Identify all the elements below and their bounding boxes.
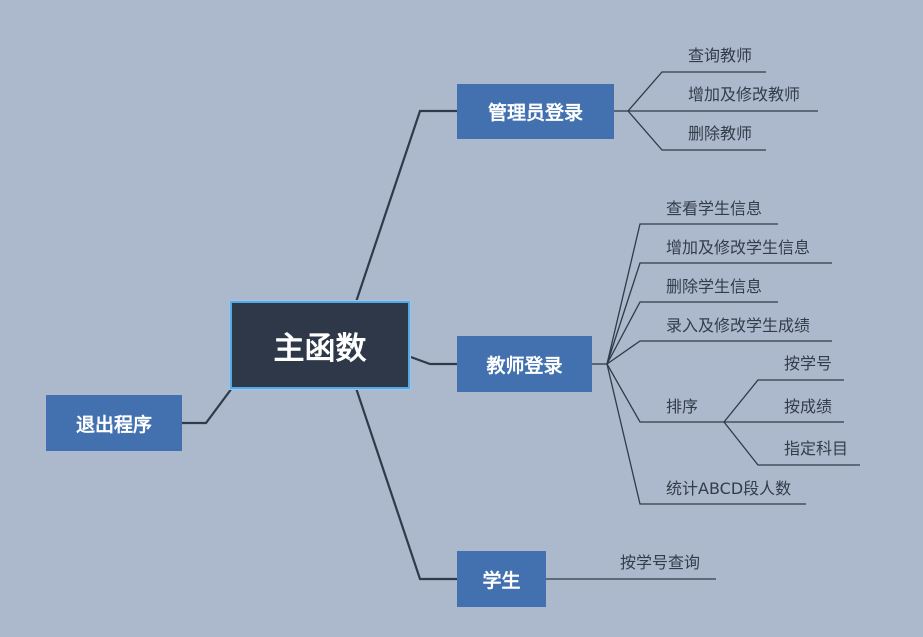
teacher-login-label: 教师登录 bbox=[486, 354, 563, 377]
connector-admin-leaf-1 bbox=[627, 71, 766, 112]
teacher-leaf-enter-grades[interactable]: 录入及修改学生成绩 bbox=[666, 316, 811, 335]
exit-program-label: 退出程序 bbox=[75, 413, 152, 436]
connector-sort-leaf-3 bbox=[723, 421, 860, 466]
connector-root-student bbox=[354, 386, 460, 581]
sort-leaf-by-score[interactable]: 按成绩 bbox=[784, 397, 833, 416]
connector-teacher-leaf-1 bbox=[606, 223, 778, 365]
admin-login-label: 管理员登录 bbox=[487, 102, 583, 124]
teacher-login-node[interactable]: 教师登录 bbox=[457, 336, 592, 392]
student-label: 学生 bbox=[482, 569, 521, 592]
sort-leaf-by-id[interactable]: 按学号 bbox=[784, 354, 833, 373]
admin-login-node[interactable]: 管理员登录 bbox=[457, 84, 614, 139]
exit-program-node[interactable]: 退出程序 bbox=[46, 395, 182, 451]
connector-teacher-leaf-2 bbox=[606, 262, 832, 365]
student-leaf-query-by-id[interactable]: 按学号查询 bbox=[620, 553, 701, 572]
teacher-leaf-delete-student[interactable]: 删除学生信息 bbox=[666, 277, 763, 296]
root-node-label: 主函数 bbox=[273, 330, 367, 367]
admin-leaf-delete-teacher[interactable]: 删除教师 bbox=[688, 124, 753, 143]
student-node[interactable]: 学生 bbox=[457, 551, 546, 607]
connector-sort-leaf-1 bbox=[723, 379, 844, 423]
connector-root-teacher bbox=[406, 354, 460, 366]
sort-leaf-by-subject[interactable]: 指定科目 bbox=[784, 439, 849, 458]
root-node[interactable]: 主函数 bbox=[230, 301, 410, 389]
connector-teacher-leaf-4 bbox=[606, 340, 832, 365]
connector-admin-leaf-3 bbox=[627, 110, 766, 151]
admin-leaf-query-teacher[interactable]: 查询教师 bbox=[688, 46, 753, 65]
teacher-leaf-stats[interactable]: 统计ABCD段人数 bbox=[666, 479, 792, 498]
connector-root-admin bbox=[354, 109, 460, 304]
admin-leaf-add-modify-teacher[interactable]: 增加及修改教师 bbox=[688, 85, 801, 104]
connector-teacher-stats bbox=[606, 363, 806, 505]
connector-teacher-leaf-3 bbox=[606, 301, 778, 365]
teacher-leaf-view-student[interactable]: 查看学生信息 bbox=[666, 199, 763, 218]
teacher-leaf-sort[interactable]: 排序 bbox=[666, 397, 699, 416]
connector-root-exit bbox=[180, 386, 234, 425]
connector-teacher-sort bbox=[606, 363, 724, 423]
teacher-leaf-add-modify-student[interactable]: 增加及修改学生信息 bbox=[666, 238, 811, 257]
